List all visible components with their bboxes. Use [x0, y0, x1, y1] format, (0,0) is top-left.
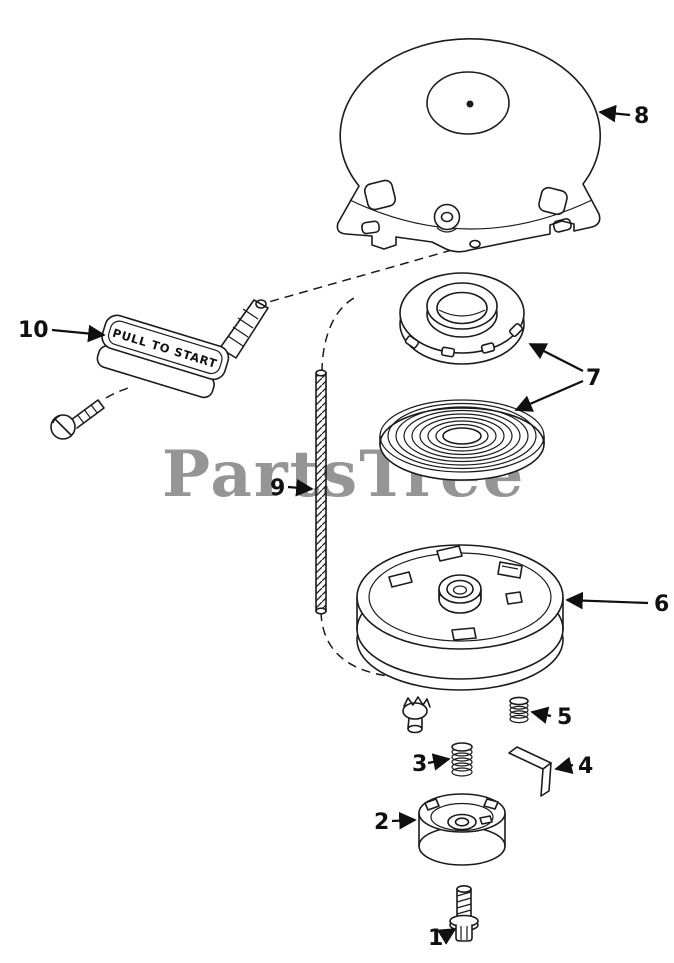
- callout-6: 6: [565, 591, 669, 617]
- callout-9-label: 9: [270, 476, 285, 501]
- pulley-tab-top: [437, 546, 462, 561]
- callout-2-label: 2: [374, 810, 389, 835]
- part-5-spring: [510, 697, 528, 722]
- part-7-recoil-spring: [380, 400, 544, 480]
- housing-hole-right: [537, 186, 568, 216]
- callout-5-label: 5: [557, 705, 572, 730]
- part-1-bolt: [450, 886, 478, 941]
- callout-8-label: 8: [634, 104, 649, 129]
- part-6-pulley: [357, 545, 563, 690]
- rope-outlet-boss: [435, 205, 460, 230]
- callout-9: 9: [270, 476, 314, 501]
- assembly-dashed-lines: [106, 250, 452, 677]
- part-4-friction-link: [509, 747, 551, 796]
- callout-10: 10: [18, 318, 106, 343]
- part-7-pulley-cap: [400, 273, 524, 364]
- housing-ear-hole-right: [553, 218, 572, 233]
- callout-6-label: 6: [654, 592, 669, 617]
- housing-hole-left: [363, 179, 396, 211]
- part-9-starter-rope: [316, 370, 326, 614]
- friction-dog: [403, 697, 430, 733]
- part-8-recoil-housing: [337, 39, 600, 252]
- callout-7: 7: [514, 344, 601, 412]
- callout-7-label: 7: [586, 366, 601, 391]
- pulley-tab-left: [389, 572, 412, 587]
- callout-2: 2: [374, 810, 417, 835]
- part-2-starter-cup: [419, 794, 505, 865]
- callout-4: 4: [554, 754, 593, 779]
- callout-4-label: 4: [578, 754, 593, 779]
- callout-1: 1: [428, 926, 457, 951]
- part-10-starter-handle: PULL TO START: [93, 300, 268, 401]
- pulley-tab-bottom: [452, 628, 476, 640]
- callout-3-label: 3: [412, 752, 427, 777]
- callout-10-label: 10: [18, 318, 49, 343]
- callout-1-label: 1: [428, 926, 443, 951]
- callout-5: 5: [530, 705, 572, 730]
- callout-8: 8: [598, 104, 649, 129]
- housing-ear-hole-left: [361, 221, 379, 234]
- housing-center-dot: [466, 100, 474, 108]
- handle-rope-ferrule: [220, 300, 268, 358]
- callout-3: 3: [412, 752, 451, 777]
- part-3-spring: [452, 743, 472, 776]
- handle-screw: [51, 400, 104, 439]
